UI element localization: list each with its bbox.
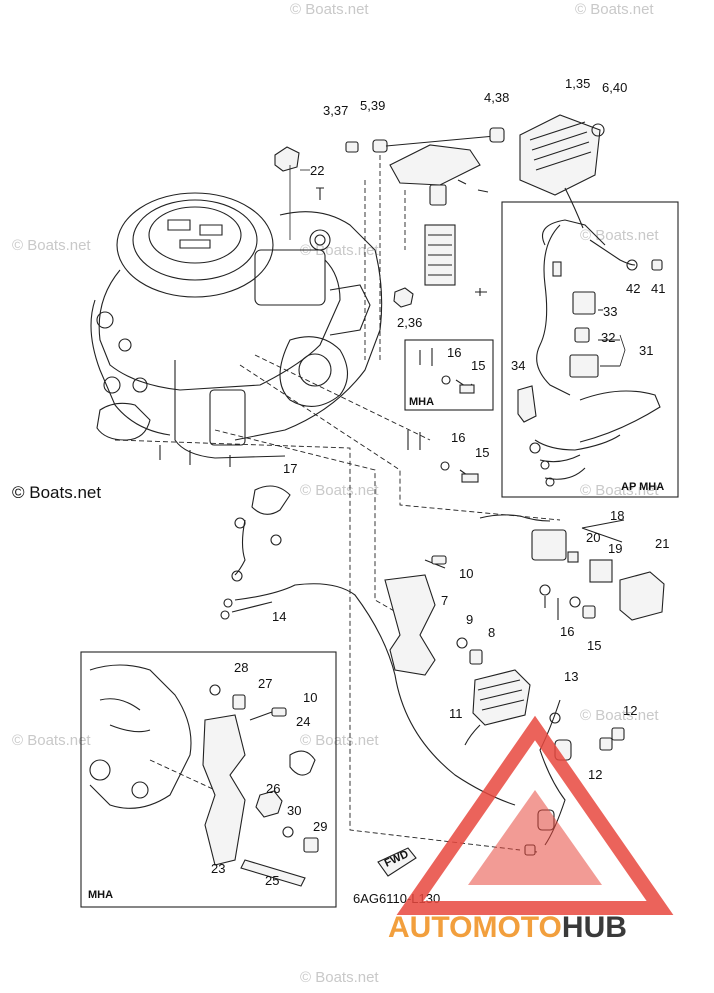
part-31-relay [569, 354, 599, 378]
callout-16-mid: 16 [451, 430, 465, 445]
part-7-bracket [384, 574, 436, 676]
callout-29: 29 [313, 819, 327, 834]
watermark-center-mid: © Boats.net [300, 482, 379, 499]
callout-31: 31 [639, 343, 653, 358]
mha-big-box-title: MHA [88, 889, 113, 901]
watermark-right-mid: © Boats.net [580, 482, 659, 499]
mha-small-box-title: MHA [409, 396, 434, 408]
callout-15-mid: 15 [475, 445, 489, 460]
ap-mha-box-title: AP MHA [621, 481, 664, 493]
callout-18: 18 [610, 508, 624, 523]
callout-12-lower: 12 [588, 767, 602, 782]
callout-4-38: 4,38 [484, 90, 509, 105]
callout-17: 17 [283, 461, 297, 476]
logo-text-part2: HUB [562, 911, 627, 944]
callout-11: 11 [449, 706, 463, 721]
callout-13: 13 [564, 669, 578, 684]
mha-small-box [404, 339, 494, 411]
part-22-clip [274, 146, 300, 172]
callout-24: 24 [296, 714, 310, 729]
callout-34: 34 [511, 358, 525, 373]
callout-layer: 3,37 5,39 4,38 1,35 6,40 22 2,36 16 15 M… [88, 76, 669, 906]
callout-32: 32 [601, 330, 615, 345]
callout-30: 30 [287, 803, 301, 818]
part-23-bracket [202, 714, 246, 866]
callout-15-lower: 15 [587, 638, 601, 653]
callout-15-upper: 15 [471, 358, 485, 373]
part-25-strap [240, 859, 306, 887]
logo-text-part1: AUTOMOTO [388, 911, 562, 944]
warning-triangle-inner-icon [468, 790, 602, 885]
part-5-grommet [372, 139, 388, 153]
callout-19: 19 [608, 541, 622, 556]
callout-1-35: 1,35 [565, 76, 590, 91]
watermark-center-lower: © Boats.net [300, 732, 379, 749]
top-parts [274, 114, 605, 360]
callout-41: 41 [651, 281, 665, 296]
part-1-regulator [519, 114, 601, 196]
part-2-36-cap [393, 287, 414, 308]
watermark-left-lower: © Boats.net [12, 732, 91, 749]
callout-5-39: 5,39 [360, 98, 385, 113]
watermark-top-right: © Boats.net [575, 1, 654, 18]
part-3-bolt [345, 141, 359, 153]
fwd-arrow [377, 847, 417, 877]
callout-12-upper: 12 [623, 703, 637, 718]
bracket-plate [389, 144, 481, 186]
part-33-relay [572, 291, 596, 315]
callout-8: 8 [488, 625, 495, 640]
part-17-clamp [251, 485, 291, 515]
part-34-holder [517, 385, 537, 423]
part-24-clip [289, 750, 316, 776]
warning-triangle-icon [396, 715, 674, 915]
part-11-cdi-unit [472, 669, 531, 726]
part-26-cap [255, 790, 283, 818]
callout-21: 21 [655, 536, 669, 551]
automotohub-logo: AUTOMOTOHUB [388, 715, 674, 944]
callout-26: 26 [266, 781, 280, 796]
callout-20: 20 [586, 530, 600, 545]
callout-25: 25 [265, 873, 279, 888]
callout-16-upper: 16 [447, 345, 461, 360]
callout-2-36: 2,36 [397, 315, 422, 330]
watermark-top-center: © Boats.net [290, 1, 369, 18]
callout-27: 27 [258, 676, 272, 691]
watermark-layer: © Boats.net © Boats.net © Boats.net © Bo… [12, 1, 659, 986]
callout-10-upper: 10 [459, 566, 473, 581]
part-21-unit [619, 571, 665, 621]
part-6-nut [591, 123, 605, 137]
watermark-center-upper: © Boats.net [300, 242, 379, 259]
callout-7: 7 [441, 593, 448, 608]
watermark-left-prominent: © Boats.net [12, 483, 101, 502]
callout-22: 22 [310, 163, 324, 178]
callout-3-37: 3,37 [323, 103, 348, 118]
callout-42: 42 [626, 281, 640, 296]
part-18-coupler [531, 529, 567, 561]
callout-28: 28 [234, 660, 248, 675]
watermark-bottom-center: © Boats.net [300, 969, 379, 986]
part-4-collar [489, 127, 505, 143]
ap-mha-box [501, 201, 679, 498]
part-19-relay [589, 559, 613, 583]
callout-6-40: 6,40 [602, 80, 627, 95]
callout-16-lower: 16 [560, 624, 574, 639]
mha-big-box [80, 651, 538, 908]
engine-block [90, 187, 383, 467]
callout-23: 23 [211, 861, 225, 876]
watermark-right-lower: © Boats.net [580, 707, 659, 724]
logo-text: AUTOMOTOHUB [388, 911, 627, 944]
callout-33: 33 [603, 304, 617, 319]
callout-9: 9 [466, 612, 473, 627]
callout-10-lower: 10 [303, 690, 317, 705]
callout-14: 14 [272, 609, 286, 624]
watermark-left-upper: © Boats.net [12, 237, 91, 254]
middle-parts [114, 354, 665, 851]
